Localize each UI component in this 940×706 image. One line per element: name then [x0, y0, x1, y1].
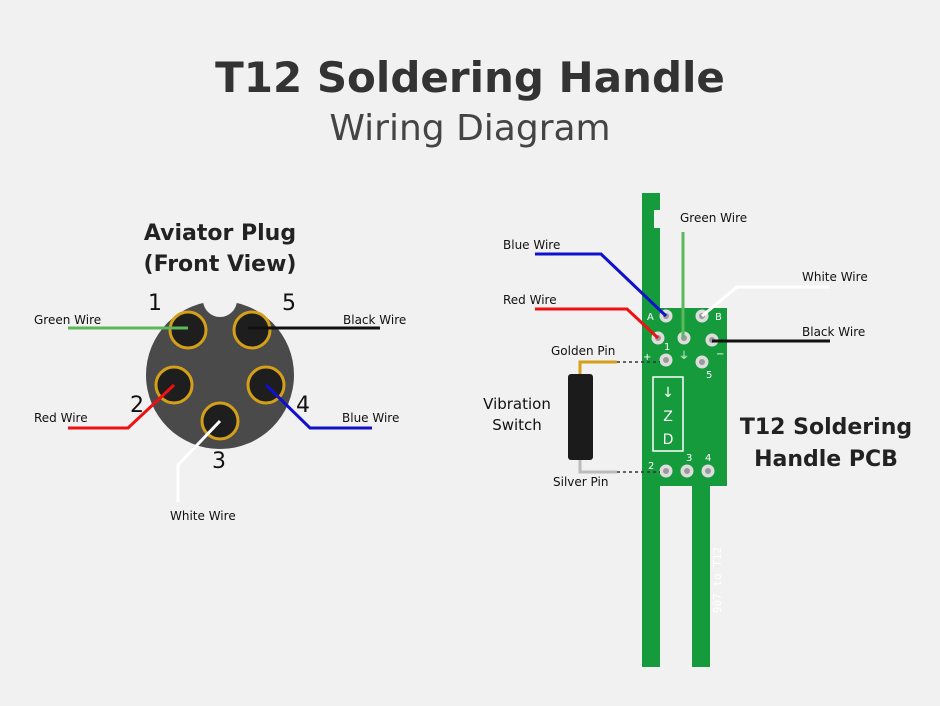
silver-pin-label: Silver Pin	[553, 475, 608, 489]
pcb-pad-1	[659, 353, 673, 367]
pcb-label-minus: −	[716, 349, 724, 360]
switch-golden-lead	[578, 360, 617, 378]
pcb-blue-wire	[535, 252, 668, 318]
pcb-label-a: A	[647, 312, 654, 323]
plug-red-wire-label: Red Wire	[34, 411, 88, 425]
vibration-switch-body	[568, 374, 593, 460]
pcb-pad-4	[701, 464, 715, 478]
aviator-plug-section: Aviator Plug (Front View) Green Wire Bla…	[34, 221, 406, 523]
pcb-red-wire-label: Red Wire	[503, 293, 557, 307]
pcb-green-wire-label: Green Wire	[680, 211, 747, 225]
pcb-white-wire-label: White Wire	[802, 270, 868, 284]
plug-socket-1	[168, 310, 208, 350]
pcb-diode-arrow-icon: ↓	[662, 385, 674, 401]
pcb-label-plus: +	[643, 352, 651, 363]
page-title: T12 Soldering Handle	[215, 53, 725, 102]
pcb-label-3: 3	[686, 453, 692, 464]
golden-pin-label: Golden Pin	[551, 344, 615, 358]
plug-pin-number-1: 1	[148, 291, 162, 316]
pcb-white-wire	[701, 285, 830, 318]
vibration-switch-section: Golden Pin Silver Pin Vibration Switch	[483, 344, 660, 489]
plug-pin-number-4: 4	[296, 393, 310, 418]
plug-pin-number-5: 5	[282, 291, 296, 316]
pcb-pad-3	[680, 464, 694, 478]
plug-socket-5	[232, 310, 272, 350]
plug-heading-line2: (Front View)	[144, 252, 297, 277]
pcb-pad-5	[695, 355, 709, 369]
pcb-pad-2	[659, 464, 673, 478]
vibration-switch-label-line1: Vibration	[483, 395, 551, 413]
pcb-diode-d: D	[663, 432, 674, 448]
pcb-label-1: 1	[664, 342, 670, 353]
plug-green-wire-label: Green Wire	[34, 313, 101, 327]
pcb-heading-line2: Handle PCB	[754, 447, 898, 472]
switch-silver-lead	[578, 458, 617, 474]
pcb-trace-text: 907 to T12	[711, 547, 724, 613]
pcb-ground-icon: ⏚	[679, 350, 689, 362]
vibration-switch-label-line2: Switch	[492, 416, 542, 434]
pcb-heading-line1: T12 Soldering	[740, 415, 912, 440]
pcb-section: A B + 1 ⏚ − 5 2 3 4 ↓ Z D 907 to T12	[503, 193, 912, 667]
plug-black-wire-label: Black Wire	[343, 313, 406, 327]
pcb-red-wire	[535, 307, 660, 340]
pcb-label-5: 5	[706, 370, 712, 381]
plug-pin-number-2: 2	[130, 393, 144, 418]
plug-pin-number-3: 3	[212, 449, 226, 474]
aviator-plug-key-notch	[203, 283, 237, 317]
pcb-black-wire-label: Black Wire	[802, 325, 865, 339]
plug-white-wire	[176, 419, 222, 502]
page-subtitle: Wiring Diagram	[329, 108, 610, 149]
plug-red-wire	[68, 383, 176, 430]
plug-blue-wire	[264, 383, 372, 430]
pcb-label-b: B	[715, 312, 722, 323]
pcb-blue-wire-label: Blue Wire	[503, 238, 560, 252]
pcb-label-2: 2	[648, 461, 654, 472]
plug-blue-wire-label: Blue Wire	[342, 411, 399, 425]
pcb-diode-z: Z	[663, 409, 673, 425]
plug-heading-line1: Aviator Plug	[144, 221, 296, 246]
pcb-label-4: 4	[705, 453, 711, 464]
pcb-zener-diode-outline	[652, 376, 684, 452]
plug-white-wire-label: White Wire	[170, 509, 236, 523]
